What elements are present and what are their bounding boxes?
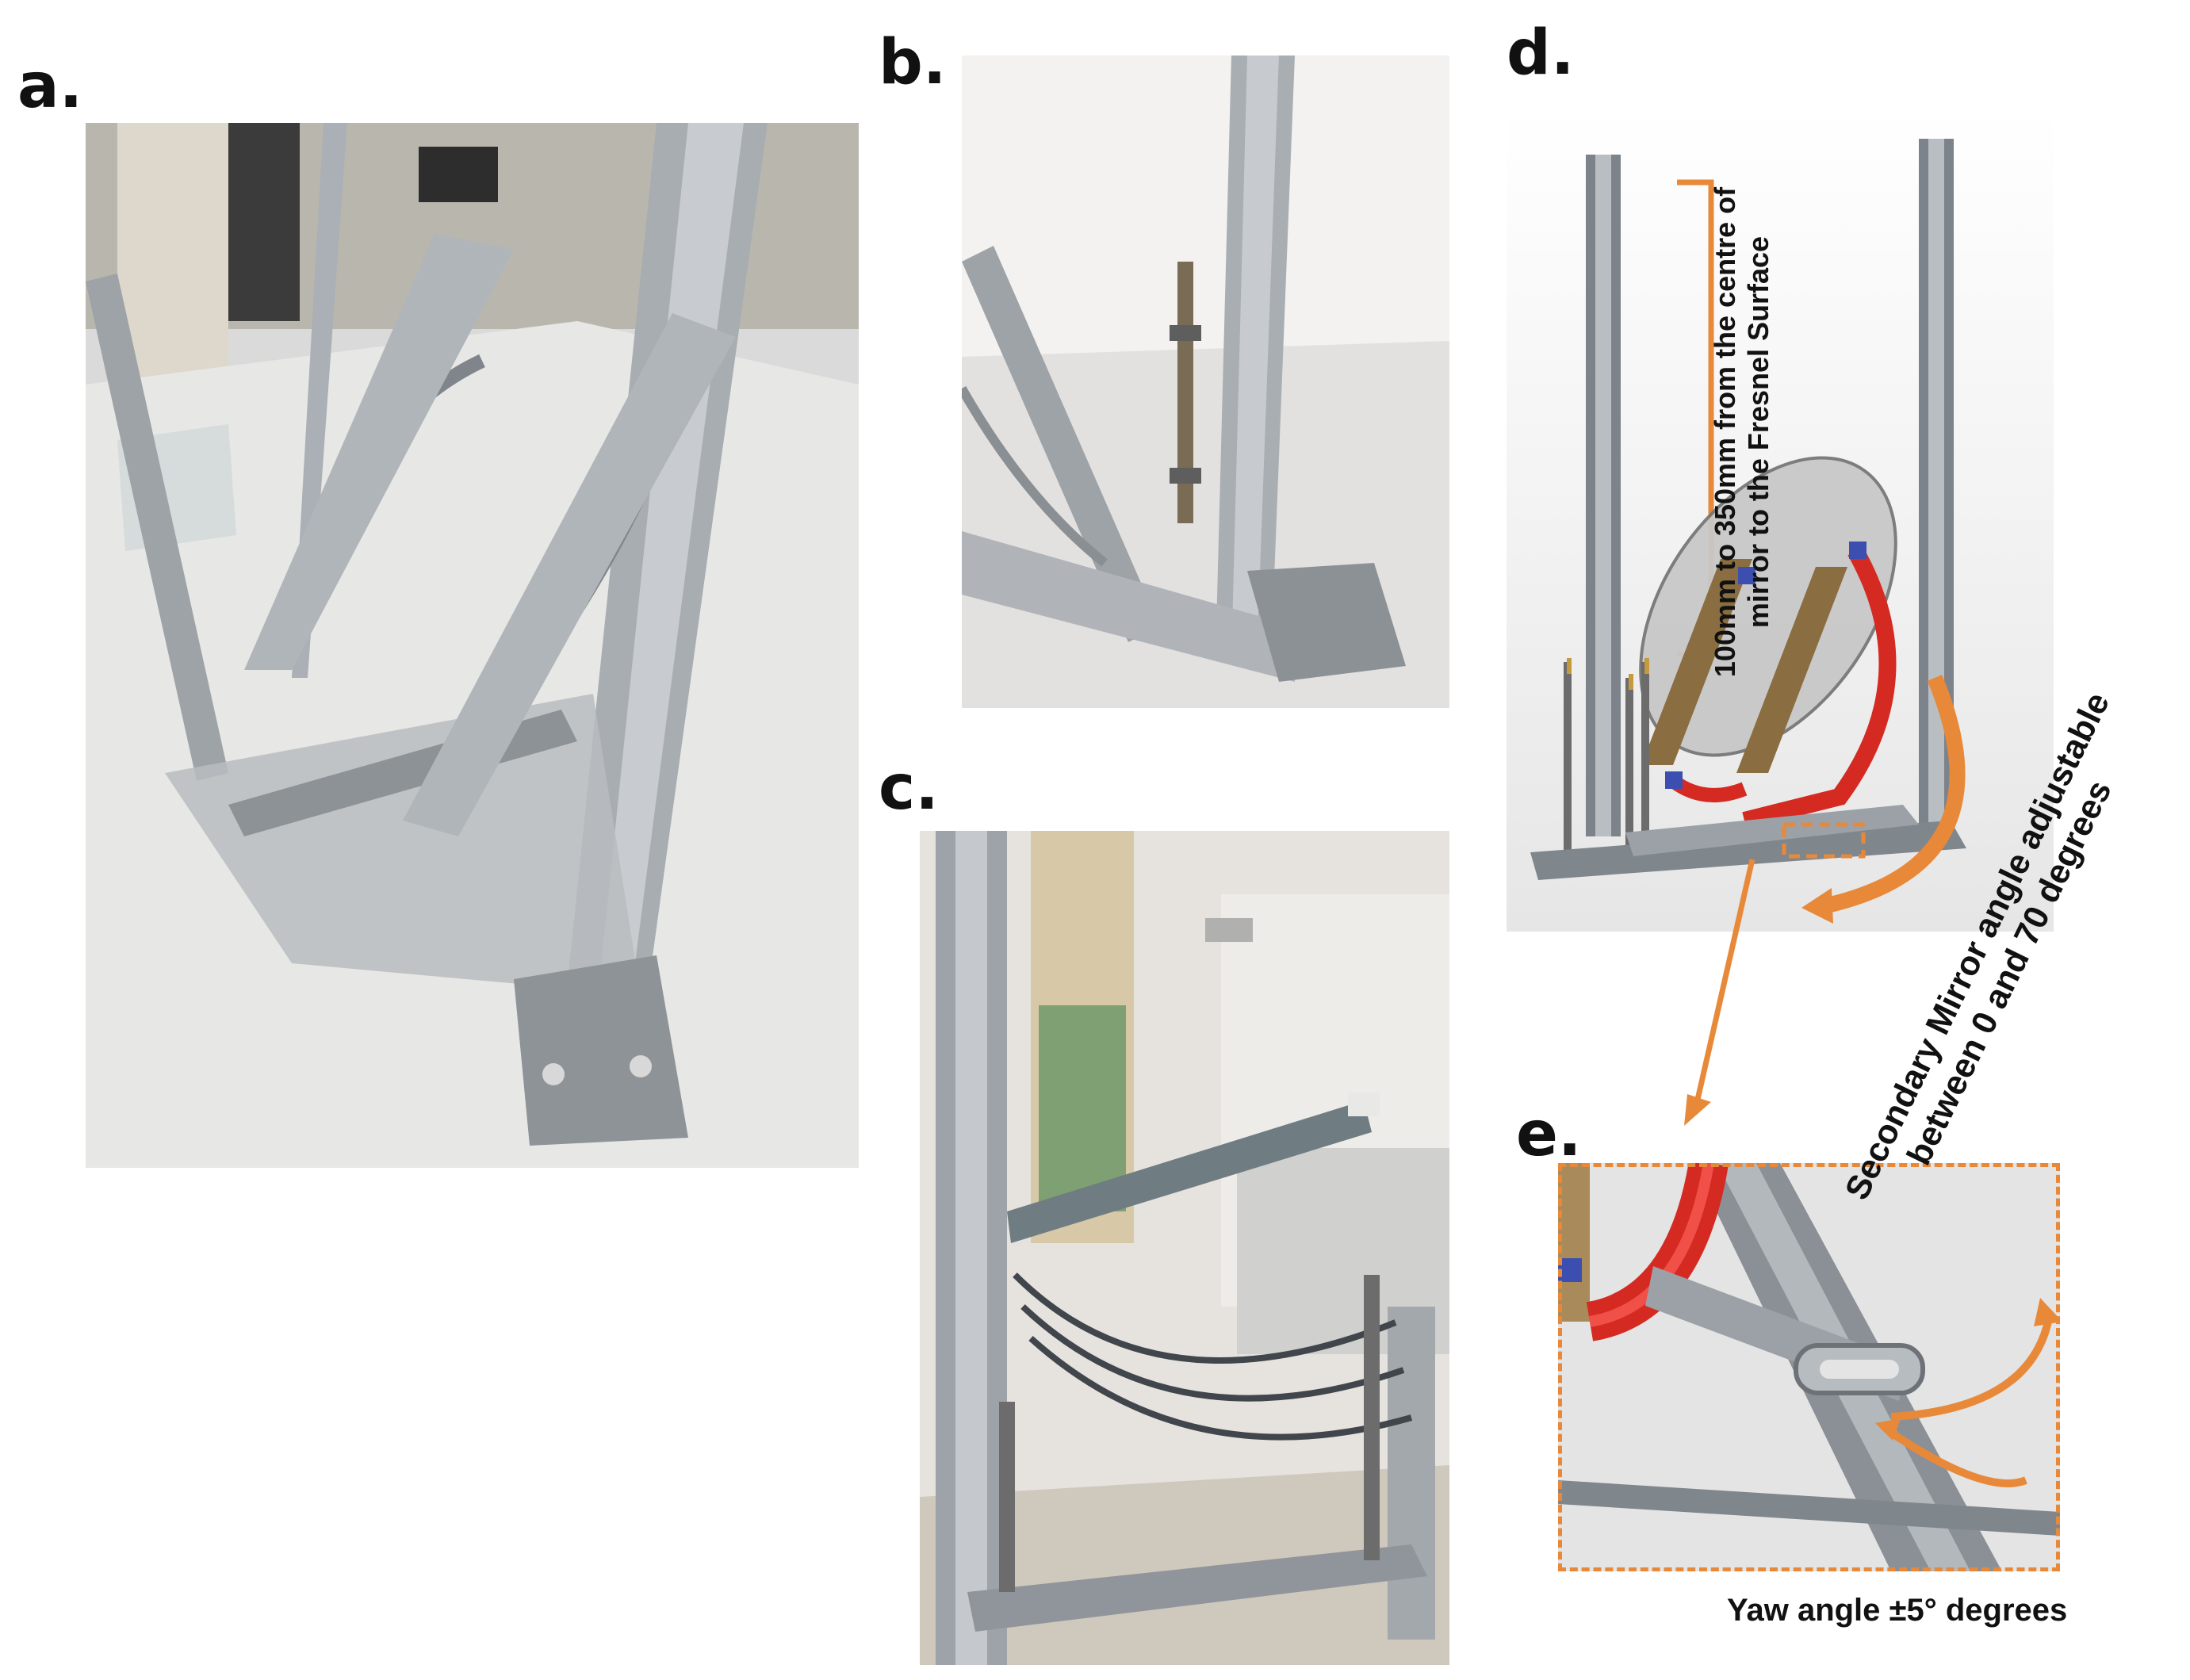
yaw-annotation: Yaw angle ±5° degrees: [1727, 1593, 2068, 1628]
panel-label-d: d.: [1507, 17, 1575, 89]
photo-b-image: [962, 55, 1449, 708]
photo-panel-c: [920, 831, 1449, 1665]
cad-d-image: [1507, 107, 2054, 932]
cad-e-image: [1558, 1163, 2060, 1571]
photo-panel-b: [962, 55, 1449, 708]
photo-panel-a: [86, 123, 859, 1168]
d-to-e-arrow: [1684, 859, 1755, 1126]
cad-panel-d: [1507, 107, 2054, 932]
distance-annotation: 100mm to 350mm from the centre of mirror…: [1709, 75, 1796, 789]
panel-label-a: a.: [17, 51, 83, 122]
distance-annotation-line2: mirror to the Fresnel Surface: [1742, 235, 1775, 629]
panel-label-e: e.: [1516, 1099, 1582, 1170]
panel-label-b: b.: [879, 27, 947, 98]
cad-panel-e: [1558, 1163, 2060, 1571]
distance-annotation-line1: 100mm to 350mm from the centre of: [1709, 186, 1741, 678]
panel-label-c: c.: [879, 752, 939, 824]
e-dashed-frame: [1558, 1163, 2060, 1571]
photo-c-image: [920, 831, 1449, 1665]
photo-a-image: [86, 123, 859, 1168]
